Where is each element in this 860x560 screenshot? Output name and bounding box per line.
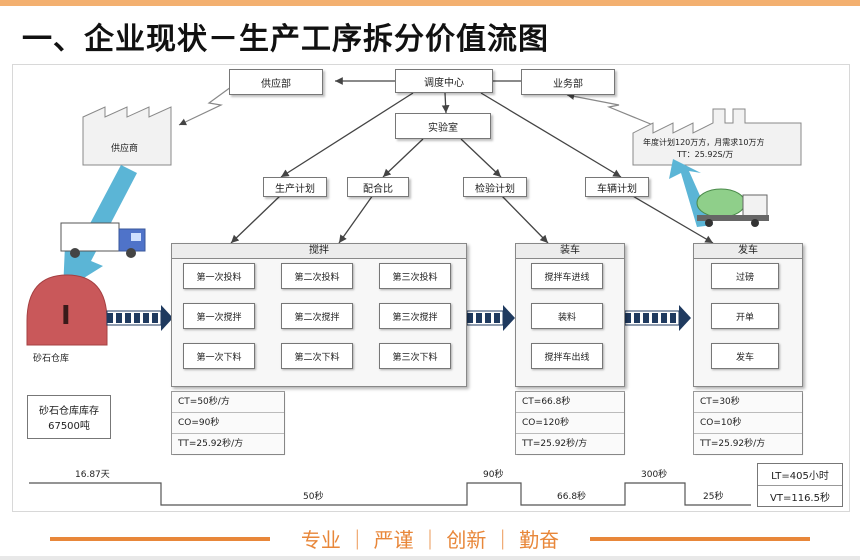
- plan-production-box: 生产计划: [263, 177, 327, 197]
- mixing-step-2-2: 第二次搅拌: [281, 303, 353, 329]
- shipping-ct: CT=30秒: [694, 392, 802, 413]
- supplier-label: 供应商: [111, 144, 139, 154]
- timeline-lt: LT=405小时: [758, 464, 842, 486]
- top-accent-bar: [0, 0, 860, 6]
- mixing-step-3-2: 第三次搅拌: [379, 303, 451, 329]
- warehouse-label: 砂石仓库: [33, 354, 70, 364]
- footer-line-left: [50, 537, 270, 541]
- value-stream-map: 供应部 调度中心 业务部 实验室 供应商 年度计划120万方，月需求10万方 T…: [12, 64, 850, 512]
- shipping-co: CO=10秒: [694, 413, 802, 434]
- process-shipping-title: 发车: [694, 244, 802, 259]
- timeline-wait-2: 90秒: [483, 470, 504, 480]
- mixing-step-1-2: 第一次搅拌: [183, 303, 255, 329]
- mixing-step-3-3: 第三次下料: [379, 343, 451, 369]
- shipping-tt: TT=25.92秒/方: [694, 434, 802, 454]
- shipping-step-1: 过磅: [711, 263, 779, 289]
- inventory-value: 67500吨: [48, 421, 90, 432]
- loading-data-box: CT=66.8秒 CO=120秒 TT=25.92秒/方: [515, 391, 625, 455]
- timeline-vt: VT=116.5秒: [770, 492, 830, 504]
- timeline-proc-3: 25秒: [703, 492, 724, 502]
- loading-step-2: 装料: [531, 303, 603, 329]
- plan-inspection-box: 检验计划: [463, 177, 527, 197]
- customer-takt-line: TT：25.92S/万: [677, 150, 734, 159]
- timeline-summary: LT=405小时 VT=116.5秒: [757, 463, 843, 507]
- loading-ct: CT=66.8秒: [516, 392, 624, 413]
- inventory-title: 砂石仓库库存: [39, 406, 99, 417]
- supply-dept-box: 供应部: [229, 69, 323, 95]
- footer-line-right: [590, 537, 810, 541]
- shipping-data-box: CT=30秒 CO=10秒 TT=25.92秒/方: [693, 391, 803, 455]
- warehouse-marker: I: [61, 301, 71, 331]
- timeline-wait-1: 16.87天: [75, 470, 110, 480]
- mixing-step-2-1: 第二次投料: [281, 263, 353, 289]
- loading-tt: TT=25.92秒/方: [516, 434, 624, 454]
- page-title: 一、企业现状－生产工序拆分价值流图: [22, 22, 549, 57]
- mixing-step-1-1: 第一次投料: [183, 263, 255, 289]
- plan-mix-box: 配合比: [347, 177, 409, 197]
- loading-step-1: 搅拌车进线: [531, 263, 603, 289]
- connector-layer: [26, 77, 802, 506]
- dispatch-center-box: 调度中心: [395, 69, 493, 93]
- bottom-bar: [0, 556, 860, 560]
- timeline-proc-1: 50秒: [303, 492, 324, 502]
- shipping-step-3: 发车: [711, 343, 779, 369]
- loading-co: CO=120秒: [516, 413, 624, 434]
- inventory-box: 砂石仓库库存 67500吨: [27, 395, 111, 439]
- plan-vehicle-box: 车辆计划: [585, 177, 649, 197]
- mixing-data-box: CT=50秒/方 CO=90秒 TT=25.92秒/方: [171, 391, 285, 455]
- shipping-step-2: 开单: [711, 303, 779, 329]
- timeline-wait-3: 300秒: [641, 470, 668, 480]
- customer-demand-line: 年度计划120万方，月需求10万方: [643, 138, 765, 147]
- mixing-step-3-1: 第三次投料: [379, 263, 451, 289]
- loading-step-3: 搅拌车出线: [531, 343, 603, 369]
- mixing-co: CO=90秒: [172, 413, 284, 434]
- business-dept-box: 业务部: [521, 69, 615, 95]
- process-loading-title: 装车: [516, 244, 624, 259]
- lab-box: 实验室: [395, 113, 491, 139]
- mixing-ct: CT=50秒/方: [172, 392, 284, 413]
- mixing-step-2-3: 第二次下料: [281, 343, 353, 369]
- timeline-proc-2: 66.8秒: [557, 492, 587, 502]
- process-mixing-title: 搅拌: [172, 244, 466, 259]
- mixing-step-1-3: 第一次下料: [183, 343, 255, 369]
- footer-slogan: 专业 ｜ 严谨 ｜ 创新 ｜ 勤奋: [300, 528, 560, 552]
- mixing-tt: TT=25.92秒/方: [172, 434, 284, 454]
